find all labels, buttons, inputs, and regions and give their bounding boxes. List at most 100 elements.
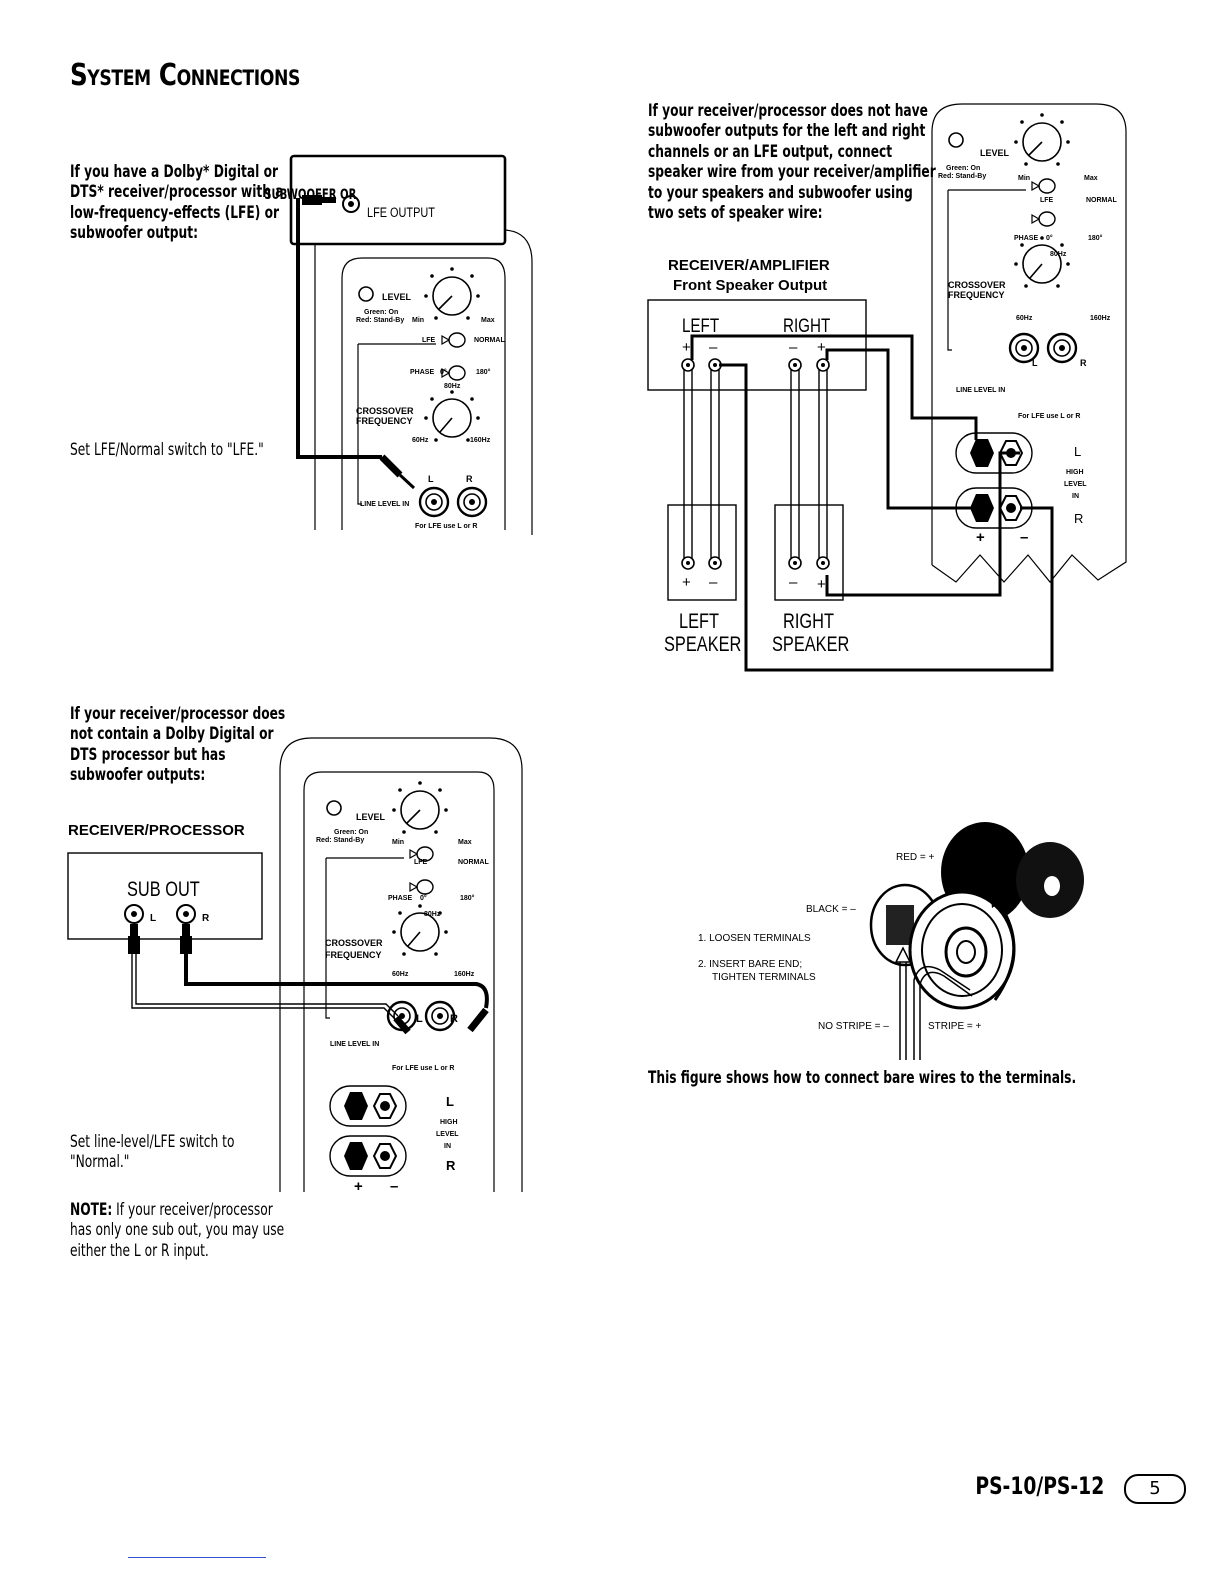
- normal-label: NORMAL: [458, 859, 489, 866]
- sub-out-r: R: [202, 913, 210, 924]
- left-speaker-label-2: SPEAKER: [664, 632, 741, 655]
- step1-label: 1. LOOSEN TERMINALS: [698, 933, 811, 944]
- amp-left-label: LEFT: [682, 314, 720, 336]
- stripe-label: STRIPE = +: [928, 1021, 982, 1032]
- green-on-label: Green: On: [334, 829, 368, 836]
- level-high-label: LEVEL: [436, 1131, 459, 1138]
- phase-label: PHASE: [1014, 235, 1038, 242]
- level-label: LEVEL: [382, 292, 412, 302]
- phase-180-label: 180°: [1088, 234, 1103, 242]
- in-label: IN: [444, 1143, 451, 1150]
- for-lfe-label: For LFE use L or R: [415, 523, 478, 530]
- amp-subtitle: Front Speaker Output: [673, 277, 827, 294]
- post-minus: –: [390, 1178, 398, 1195]
- section3-note-line: either the L or R input.: [70, 1240, 209, 1261]
- phase-label: PHASE: [388, 895, 412, 902]
- red-standby-label: Red: Stand-By: [316, 837, 364, 844]
- line-level-label: LINE LEVEL IN: [956, 387, 1005, 394]
- red-standby-label: Red: Stand-By: [356, 317, 404, 324]
- jack-r-label: R: [1080, 358, 1087, 368]
- section3-intro-line: DTS processor but has: [70, 744, 226, 765]
- jack-l-label: L: [428, 474, 434, 484]
- line-level-label: LINE LEVEL IN: [330, 1041, 379, 1048]
- freq-80-label: 80Hz: [424, 911, 441, 918]
- section2-intro-line: If your receiver/processor does not have: [648, 101, 928, 121]
- max-label: Max: [1084, 175, 1098, 182]
- for-lfe-label: For LFE use L or R: [392, 1065, 455, 1072]
- left-speaker-label-1: LEFT: [679, 609, 719, 632]
- high-l-label: L: [1074, 444, 1081, 459]
- footer-model: PS-10/PS-12: [975, 1472, 1104, 1500]
- output-label-2: LFE OUTPUT: [367, 205, 435, 221]
- section1-intro-line: low-frequency-effects (LFE) or: [70, 202, 280, 223]
- freq-80-label: 80Hz: [444, 383, 461, 390]
- crossover-label: CROSSOVER: [948, 280, 1006, 290]
- section3-switch-note: Set line-level/LFE switch to "Normal.": [70, 1132, 286, 1173]
- spk-minus-right: –: [789, 574, 798, 591]
- freq-160-label: 160Hz: [454, 971, 475, 978]
- section3-intro-line: not contain a Dolby Digital or: [70, 724, 274, 745]
- amp-minus-left: –: [709, 339, 718, 356]
- level-label: LEVEL: [356, 812, 386, 822]
- line-level-label: LINE LEVEL IN: [360, 501, 409, 508]
- diagram-speaker-wire-connection: [647, 103, 1127, 672]
- phase-0-label: 0°: [1046, 234, 1053, 242]
- jack-r-label: R: [466, 474, 473, 484]
- frequency-label: FREQUENCY: [948, 290, 1005, 300]
- phase-0-label: 0°: [420, 894, 427, 902]
- red-standby-label: Red: Stand-By: [938, 173, 986, 180]
- post-minus: –: [1020, 529, 1028, 546]
- lfe-label: LFE: [422, 337, 436, 344]
- high-label: HIGH: [440, 1119, 458, 1126]
- min-label: Min: [1018, 175, 1030, 182]
- step2a-label: 2. INSERT BARE END;: [698, 959, 802, 970]
- proc-title: RECEIVER/PROCESSOR: [68, 822, 245, 839]
- for-lfe-label: For LFE use L or R: [1018, 413, 1081, 420]
- panel-labels-3: LEVEL Green: On Red: Stand-By Min Max LF…: [316, 812, 489, 1195]
- section2-intro-line: speaker wire from your receiver/amplifie…: [648, 162, 936, 183]
- section1-intro-line: DTS* receiver/processor with a: [70, 182, 284, 203]
- min-label: Min: [412, 317, 424, 324]
- page-number-badge: 5: [1124, 1474, 1186, 1504]
- sub-out-l: L: [150, 913, 156, 924]
- amp-plus-left: +: [682, 339, 691, 356]
- jack-r-label: R: [450, 1013, 458, 1025]
- section3-intro-line: subwoofer outputs:: [70, 765, 206, 786]
- section2-intro: If your receiver/processor does not have…: [648, 101, 936, 223]
- spk-plus-left: +: [682, 574, 691, 591]
- section2-intro-line: channels or an LFE output, connect: [648, 141, 893, 162]
- section3-switch-note-line: "Normal.": [70, 1152, 130, 1173]
- phase-180-label: 180°: [460, 894, 475, 902]
- no-stripe-label: NO STRIPE = –: [818, 1021, 889, 1032]
- spk-minus-left: –: [709, 574, 718, 591]
- section2-intro-line: two sets of speaker wire:: [648, 202, 823, 223]
- panel-labels-1: LEVEL Green: On Red: Stand-By Min Max LF…: [356, 292, 505, 530]
- amp-plus-right: +: [817, 339, 826, 356]
- crossover-label: CROSSOVER: [325, 938, 383, 948]
- high-label: HIGH: [1066, 469, 1084, 476]
- sub-out-label: SUB OUT: [127, 877, 200, 900]
- freq-60-label: 60Hz: [1016, 315, 1033, 322]
- section3-note-line: has only one sub out, you may use: [70, 1220, 285, 1241]
- diagram-sub-out-connection: [67, 737, 523, 1192]
- section1-intro-line: subwoofer output:: [70, 223, 199, 244]
- max-label: Max: [481, 317, 495, 324]
- diagram-binding-post: [869, 822, 1084, 1060]
- high-r-label: R: [446, 1158, 456, 1173]
- lfe-label: LFE: [414, 859, 428, 866]
- crossover-label: CROSSOVER: [356, 406, 414, 416]
- jack-l-label: L: [416, 1013, 423, 1025]
- amp-title: RECEIVER/AMPLIFIER: [668, 257, 830, 274]
- section3-switch-note-line: Set line-level/LFE switch to: [70, 1132, 235, 1152]
- step2b-label: TIGHTEN TERMINALS: [712, 972, 816, 983]
- footer-link-line: [128, 1557, 266, 1558]
- spk-plus-right: +: [817, 576, 826, 593]
- section2-intro-line: to your speakers and subwoofer using: [648, 182, 913, 203]
- section1-intro-line: If you have a Dolby* Digital or: [70, 162, 279, 182]
- section2-intro-line: subwoofer outputs for the left and right: [648, 121, 926, 142]
- amp-right-label: RIGHT: [783, 314, 831, 336]
- section3-intro-line: If your receiver/processor does: [70, 704, 286, 724]
- section3-note-line: NOTE: If your receiver/processor: [70, 1200, 286, 1220]
- phase-180-label: 180°: [476, 368, 491, 376]
